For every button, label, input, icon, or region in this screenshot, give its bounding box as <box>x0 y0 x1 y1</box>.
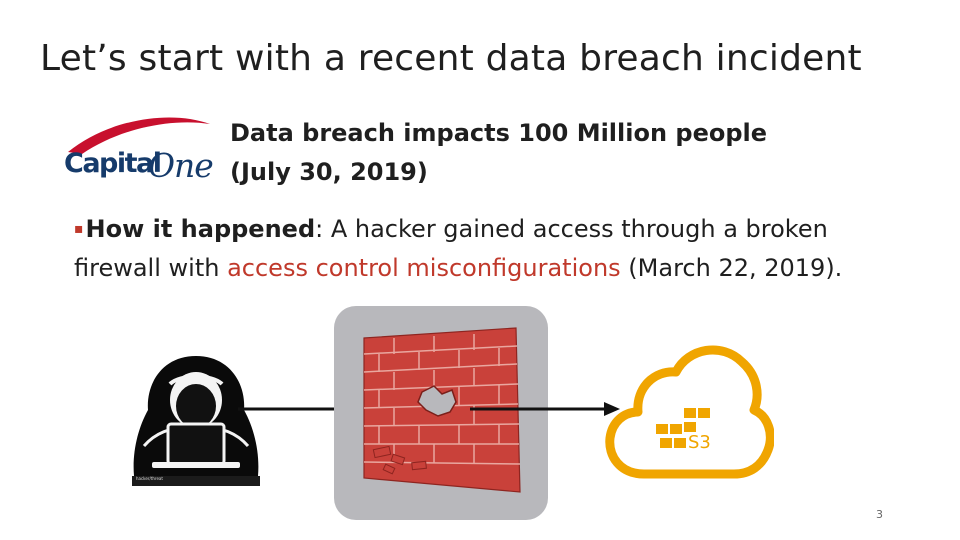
body-text-b: firewall with <box>74 254 228 282</box>
bullet-icon: ▪ <box>74 221 84 237</box>
s3-cloud <box>604 336 775 486</box>
slide-title: Let’s start with a recent data breach in… <box>40 38 862 79</box>
capital-one-logo: Capital One <box>60 112 220 196</box>
how-it-happened-label: How it happened <box>85 215 316 243</box>
body-line-2: firewall with access control misconfigur… <box>74 249 934 288</box>
body-text-c: (March 22, 2019). <box>620 254 843 282</box>
logo-swoosh-icon <box>68 117 210 154</box>
hacker-caption-left: hacker/threat <box>136 476 163 481</box>
hooded-hacker-icon <box>132 356 260 486</box>
label-colon: : <box>315 215 331 243</box>
arrow-right-icon <box>470 402 620 416</box>
body-line-1: ▪How it happened: A hacker gained access… <box>74 210 934 249</box>
s3-label: S3 <box>688 432 711 453</box>
hacker-figure: hacker/threat <box>132 354 260 486</box>
breach-headline: Data breach impacts 100 Million people (… <box>230 114 767 192</box>
broken-brick-wall-icon <box>334 306 548 520</box>
page-number: 3 <box>876 508 883 521</box>
broken-firewall <box>334 306 548 520</box>
headline-line-1: Data breach impacts 100 Million people <box>230 119 768 147</box>
headline-line-2: (July 30, 2019) <box>230 158 428 186</box>
logo-word-one: One <box>148 146 214 185</box>
body-text-a: A hacker gained access through a broken <box>330 215 828 243</box>
how-it-happened-bullet: ▪How it happened: A hacker gained access… <box>74 210 934 288</box>
aws-s3-cloud-icon <box>605 345 775 479</box>
logo-word-capital: Capital <box>64 148 162 179</box>
misconfiguration-highlight: access control misconfigurations <box>227 254 621 282</box>
